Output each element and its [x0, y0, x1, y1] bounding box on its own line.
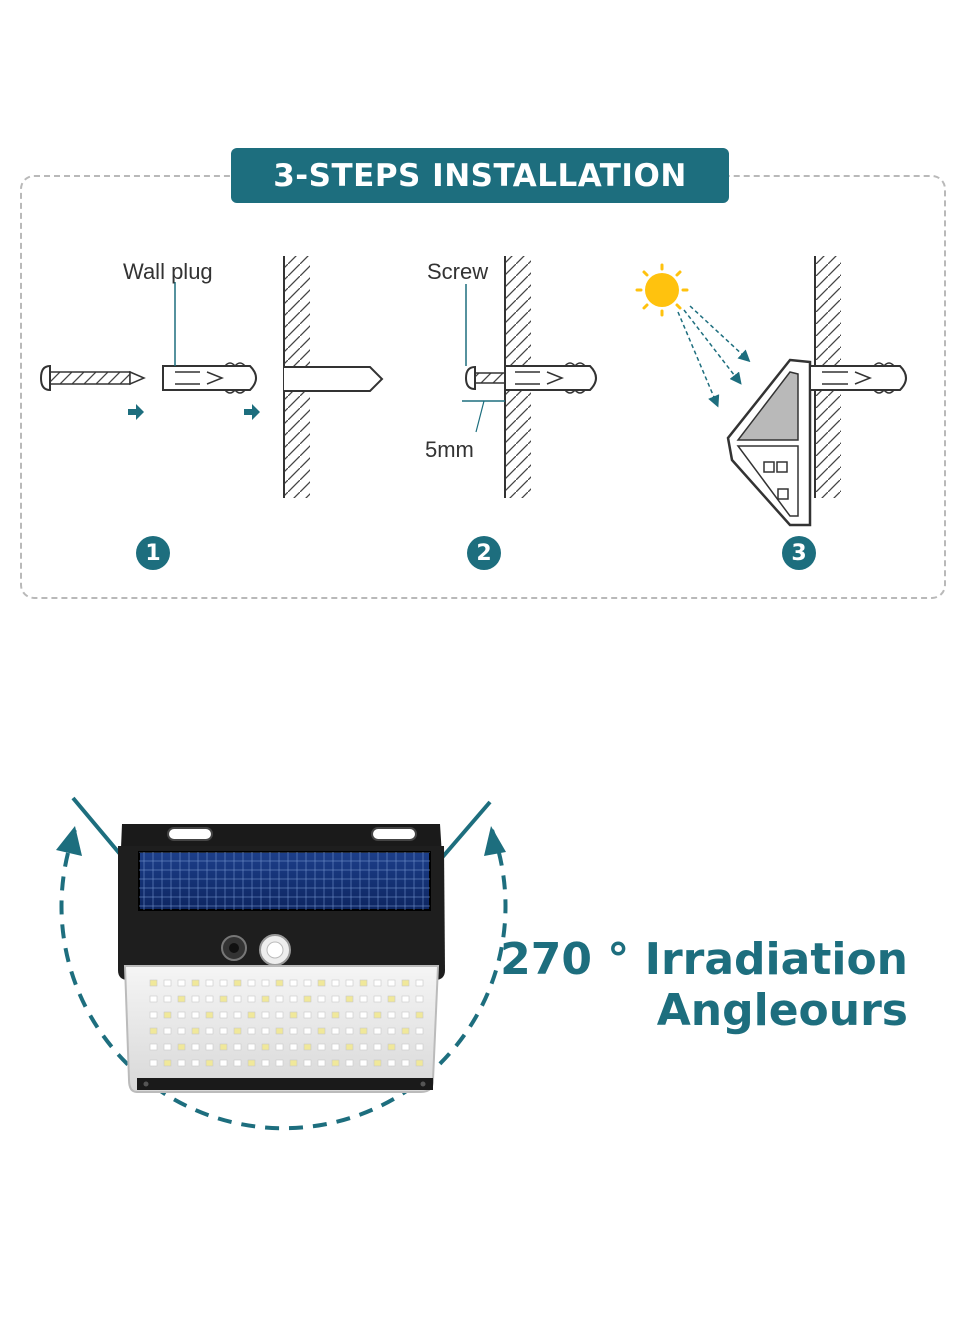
- step1-wall-plug: [162, 362, 257, 394]
- step-1-badge: 1: [136, 536, 170, 570]
- gap-label: 5mm: [425, 437, 474, 462]
- led-array: [149, 979, 424, 1067]
- section-title: 3-STEPS INSTALLATION: [231, 148, 729, 203]
- arc-arrow-left-icon: [56, 826, 82, 856]
- screw-label: Screw: [427, 259, 489, 284]
- step3-wall-plug: [809, 362, 907, 394]
- arrow-right-icon: [128, 404, 144, 420]
- sun-icon: [635, 263, 689, 317]
- wall-plug-label: Wall plug: [123, 259, 213, 284]
- gap-leader: [475, 400, 485, 433]
- step2-screw-in-plug: [464, 362, 597, 394]
- angle-limit-left: [71, 796, 127, 862]
- feature-headline-line2: Angleours: [656, 985, 908, 1036]
- step1-screw: [39, 364, 146, 392]
- product-illustration: [56, 796, 508, 1131]
- feature-headline-line1: 270 ° Irradiation: [500, 934, 908, 985]
- arc-arrow-right-icon: [484, 826, 506, 856]
- installation-diagram: [39, 256, 907, 527]
- sunlight-rays: [677, 305, 751, 408]
- step-3-badge: 3: [782, 536, 816, 570]
- step-2-badge: 2: [467, 536, 501, 570]
- step1-drilled-hole: [284, 366, 384, 392]
- arrow-right-icon: [244, 404, 260, 420]
- solar-lamp: [118, 824, 445, 1093]
- angle-limit-right: [438, 800, 492, 862]
- coverage-arc: [59, 829, 508, 1131]
- step3-lamp-mounted: [726, 358, 812, 527]
